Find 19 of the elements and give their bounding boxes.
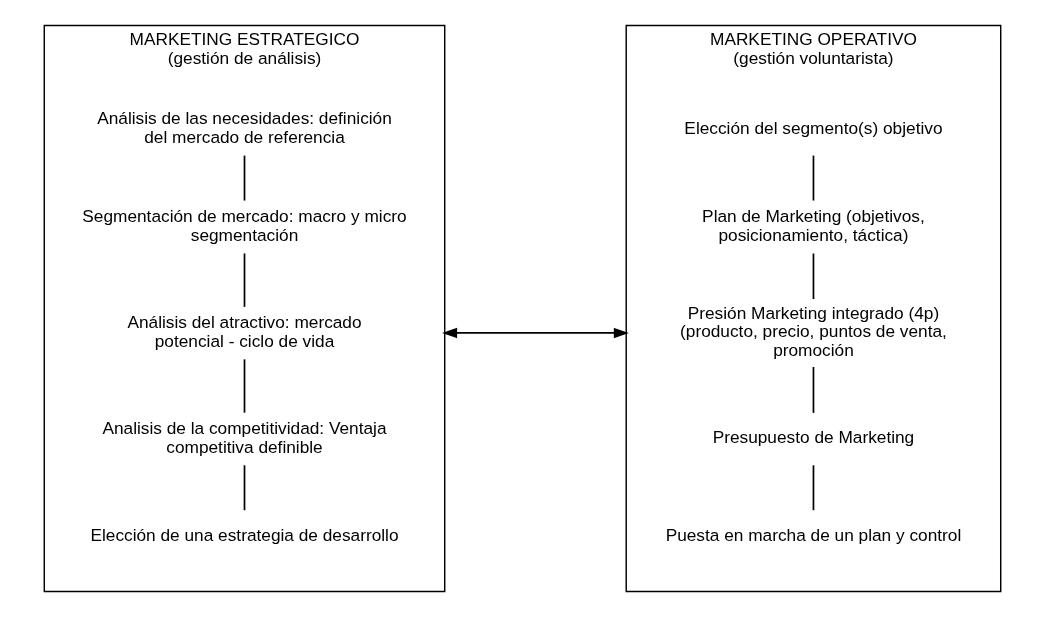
node-text: Presión Marketing integrado (4p) (producto, precio, puntos de venta, promoción (680, 302, 947, 361)
connector (812, 154, 815, 202)
connector (243, 154, 246, 202)
connector (812, 252, 815, 300)
connector (243, 358, 246, 414)
node-text: Plan de Marketing (objetivos, posicionamiento, táctica) (702, 206, 925, 245)
node-text: Analisis de la competitividad: Ventaja competitiva definible (102, 417, 387, 457)
node-text: Elección del segmento(s) objetivo (684, 117, 943, 138)
connector (812, 366, 815, 414)
arrow (442, 327, 629, 339)
node-text: Análisis del atractivo: mercado potencial - ciclo de vida (127, 312, 362, 351)
node-text: Puesta en marcha de un plan y control (665, 525, 962, 546)
node-text: Elección de una estrategia de desarrollo (90, 525, 399, 546)
node-text: Presupuesto de Marketing (712, 427, 915, 448)
node-text: Segmentación de mercado: macro y micro segmentación (82, 206, 407, 245)
connector (243, 464, 246, 512)
connector (243, 252, 246, 308)
connector (812, 464, 815, 512)
node-text: Análisis de las necesidades: definición del mercado de referencia (97, 108, 392, 147)
